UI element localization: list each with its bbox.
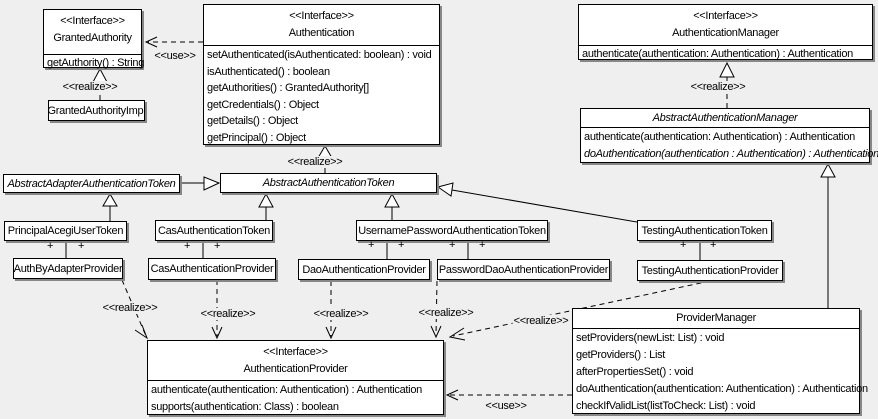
association-end-plus: + bbox=[367, 239, 375, 251]
class-testing-authentication-provider[interactable]: TestingAuthenticationProvider bbox=[637, 260, 783, 281]
generalization-username-password-token-to-abstract-token bbox=[384, 192, 400, 220]
class-name: CasAuthenticationProvider bbox=[150, 263, 274, 275]
generalization-provider-manager-to-abstract-authentication-manager bbox=[820, 162, 836, 308]
method: getPrincipal() : Object bbox=[207, 131, 306, 144]
class-auth-by-adapter-provider[interactable]: AuthByAdapterProvider bbox=[13, 258, 123, 279]
class-principal-acegi-user-token[interactable]: PrincipalAcegiUserToken bbox=[4, 221, 127, 241]
class-granted-authority-impl[interactable]: GrantedAuthorityImpl bbox=[47, 100, 146, 121]
class-name: AuthByAdapterProvider bbox=[13, 262, 123, 275]
realize-label: <<realize>> bbox=[512, 315, 570, 327]
use-authentication-to-granted-authority bbox=[144, 36, 203, 48]
method: setProviders(newList: List) : void bbox=[576, 332, 725, 344]
class-abstract-adapter-authentication-token[interactable]: AbstractAdapterAuthenticationToken bbox=[3, 174, 180, 193]
class-username-password-authentication-token[interactable]: UsernamePasswordAuthenticationToken bbox=[356, 220, 548, 241]
methods-compartment: authenticate(authentication: Authenticat… bbox=[579, 45, 872, 62]
methods-compartment: setAuthenticated(isAuthenticated: boolea… bbox=[204, 45, 439, 147]
realize-label: <<realize>> bbox=[286, 156, 344, 168]
use-label: <<use>> bbox=[153, 50, 197, 62]
association-end-plus: + bbox=[46, 240, 54, 252]
class-abstract-authentication-token[interactable]: AbstractAuthenticationToken bbox=[220, 173, 437, 193]
association-end-plus: + bbox=[709, 239, 717, 251]
class-authentication[interactable]: <<Interface>> Authentication setAuthenti… bbox=[203, 4, 440, 145]
method: supports(authentication: Class) : boolea… bbox=[151, 401, 339, 413]
class-title: <<Interface>> GrantedAuthority bbox=[44, 10, 141, 54]
stereotype-label: <<Interface>> bbox=[289, 10, 354, 22]
association-end-plus: + bbox=[478, 239, 486, 251]
realize-label: <<realize>> bbox=[199, 308, 257, 320]
generalization-adapter-token-to-abstract-token bbox=[180, 176, 221, 191]
method: getAuthorities() : GrantedAuthority[] bbox=[207, 82, 369, 95]
method-abstract: doAuthentication(authentication : Authen… bbox=[584, 148, 878, 160]
class-name: AuthenticationManager bbox=[672, 27, 779, 39]
class-name: PasswordDaoAuthenticationProvider bbox=[438, 263, 609, 276]
methods-compartment: authenticate(authentication: Authenticat… bbox=[148, 380, 443, 416]
realize-testing-provider-to-authentication-provider bbox=[448, 280, 711, 341]
class-name: DaoAuthenticationProvider bbox=[302, 263, 426, 276]
method: checkIfValidList(listToCheck: List) : vo… bbox=[576, 400, 756, 412]
method: authenticate(authentication: Authenticat… bbox=[151, 384, 422, 396]
class-cas-authentication-provider[interactable]: CasAuthenticationProvider bbox=[148, 258, 276, 280]
method: authenticate(authentication: Authenticat… bbox=[582, 48, 853, 60]
generalization-cas-token-to-abstract-token bbox=[258, 192, 274, 220]
class-dao-authentication-provider[interactable]: DaoAuthenticationProvider bbox=[298, 259, 430, 280]
method: getProviders() : List bbox=[576, 349, 666, 361]
association-end-plus: + bbox=[679, 239, 687, 251]
class-name: UsernamePasswordAuthenticationToken bbox=[358, 224, 546, 237]
class-authentication-manager[interactable]: <<Interface>> AuthenticationManager auth… bbox=[578, 4, 873, 60]
use-provider-manager-to-authentication-provider bbox=[445, 389, 572, 401]
method: getDetails() : Object bbox=[207, 115, 298, 128]
realize-label: <<realize>> bbox=[417, 307, 475, 319]
stereotype-label: <<Interface>> bbox=[263, 346, 328, 358]
association-end-plus: + bbox=[213, 240, 221, 252]
class-name: CasAuthenticationToken bbox=[157, 224, 271, 237]
realize-label: <<realize>> bbox=[101, 302, 159, 314]
class-provider-manager[interactable]: ProviderManager setProviders(newList: Li… bbox=[572, 308, 868, 415]
association-end-plus: + bbox=[448, 239, 456, 251]
class-testing-authentication-token[interactable]: TestingAuthenticationToken bbox=[637, 220, 772, 241]
association-end-plus: + bbox=[77, 240, 85, 252]
class-title: <<Interface>> Authentication bbox=[204, 5, 439, 45]
class-name: AbstractAdapterAuthenticationToken bbox=[7, 177, 176, 190]
class-password-dao-authentication-provider[interactable]: PasswordDaoAuthenticationProvider bbox=[437, 259, 610, 280]
class-granted-authority[interactable]: <<Interface>> GrantedAuthority getAuthor… bbox=[43, 9, 145, 70]
realize-label: <<realize>> bbox=[689, 81, 747, 93]
class-title: <<Interface>> AuthenticationProvider bbox=[148, 341, 443, 380]
stereotype-label: <<Interface>> bbox=[60, 15, 125, 27]
methods-compartment: setProviders(newList: List) : void getPr… bbox=[573, 328, 868, 415]
class-name: ProviderManager bbox=[676, 312, 756, 324]
generalization-testing-token-to-abstract-token bbox=[436, 182, 638, 223]
method: isAuthenticated() : boolean bbox=[207, 65, 330, 78]
class-name: PrincipalAcegiUserToken bbox=[7, 225, 124, 237]
generalization-principal-token-to-adapter-token bbox=[102, 193, 118, 221]
stereotype-label: <<Interface>> bbox=[693, 10, 758, 22]
association-end-plus: + bbox=[397, 239, 405, 251]
class-title: <<Interface>> AuthenticationManager bbox=[579, 5, 872, 45]
methods-compartment: getAuthority() : String bbox=[44, 54, 145, 70]
class-name: AuthenticationProvider bbox=[243, 363, 348, 375]
class-abstract-authentication-manager[interactable]: AbstractAuthenticationManager authentica… bbox=[580, 108, 878, 163]
method: setAuthenticated(isAuthenticated: boolea… bbox=[207, 49, 432, 61]
class-cas-authentication-token[interactable]: CasAuthenticationToken bbox=[155, 220, 273, 241]
realize-label: <<realize>> bbox=[312, 308, 370, 320]
method: getCredentials() : Object bbox=[207, 98, 319, 111]
class-name: AbstractAuthenticationToken bbox=[262, 177, 395, 189]
class-name: AbstractAuthenticationManager bbox=[652, 112, 798, 124]
class-name: GrantedAuthorityImpl bbox=[47, 104, 146, 117]
realize-label: <<realize>> bbox=[61, 81, 119, 93]
class-name: Authentication bbox=[288, 27, 355, 39]
association-end-plus: + bbox=[183, 240, 191, 252]
method: getAuthority() : String bbox=[47, 57, 145, 69]
class-name: GrantedAuthority bbox=[53, 32, 132, 44]
realize-abstract-manager-to-authentication-manager bbox=[719, 61, 735, 108]
use-label: <<use>> bbox=[484, 400, 528, 412]
method: authenticate(authentication: Authenticat… bbox=[584, 131, 855, 143]
method: afterPropertiesSet() : void bbox=[576, 366, 694, 378]
class-name: TestingAuthenticationProvider bbox=[641, 264, 779, 277]
methods-compartment: authenticate(authentication: Authenticat… bbox=[581, 127, 878, 163]
method: doAuthentication(authentication: Authent… bbox=[576, 383, 868, 395]
class-name: TestingAuthenticationToken bbox=[641, 224, 768, 237]
class-authentication-provider[interactable]: <<Interface>> AuthenticationProvider aut… bbox=[147, 340, 444, 415]
